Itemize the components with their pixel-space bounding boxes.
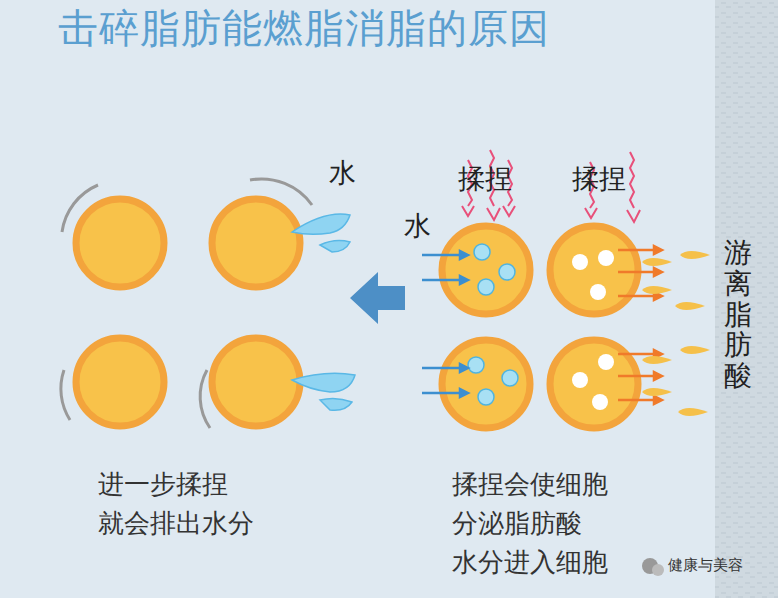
- watermark: 健康与美容: [668, 556, 743, 574]
- big-arrow: [350, 272, 405, 324]
- cell-group-left: [61, 179, 355, 428]
- knead-label: 揉捏: [458, 163, 512, 195]
- wechat-icon: [642, 558, 664, 576]
- water-label: 水: [404, 210, 431, 242]
- caption-right: 揉捏会使细胞 分泌脂肪酸 水分进入细胞: [452, 465, 634, 582]
- caption-left: 进一步揉捏 就会排出水分: [98, 465, 280, 543]
- cell-group-right: [422, 150, 710, 428]
- side-strip: [715, 0, 778, 598]
- knead-label: 揉捏: [572, 163, 626, 195]
- water-label: 水: [329, 157, 356, 189]
- fatty-acid-label: 游离脂肪酸: [724, 238, 752, 392]
- diagram-title: 击碎脂肪能燃脂消脂的原因: [58, 4, 550, 52]
